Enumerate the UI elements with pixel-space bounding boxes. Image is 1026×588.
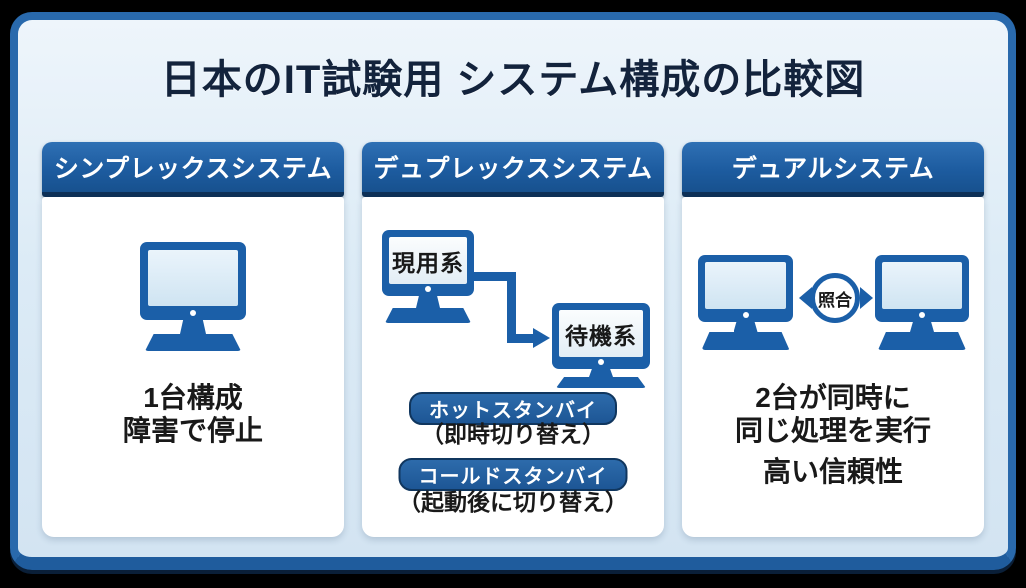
dual-caption-line1: 2台が同時に [755, 382, 911, 413]
monitor-power-dot [598, 359, 604, 365]
monitor-power-dot [742, 312, 749, 318]
dual-highlight: 高い信頼性 [762, 456, 903, 487]
cold-standby-badge: コールドスタンバイ [398, 458, 628, 491]
hot-standby-description: （即時切り替え） [421, 421, 605, 447]
dual-caption: 2台が同時に 同じ処理を実行 [682, 381, 984, 447]
panel-simplex-header: シンプレックスシステム [42, 142, 344, 197]
right-arrow-icon [860, 287, 873, 309]
panel-dual-header: デュアルシステム [682, 142, 984, 197]
standby-computer-icon: 待機系 [552, 303, 650, 388]
simplex-caption-line2: 障害で停止 [122, 415, 263, 446]
panel-dual: デュアルシステム [682, 142, 984, 537]
simplex-caption-line1: 1台構成 [143, 382, 243, 413]
panel-duplex: デュプレックスシステム 現用系 [362, 142, 664, 537]
simplex-caption: 1台構成 障害で停止 [42, 381, 344, 447]
dual-left-computer-icon [698, 255, 793, 350]
monitor-power-dot [919, 312, 925, 318]
dual-right-computer-icon [875, 255, 969, 350]
verify-circle-badge: 照合 [810, 273, 860, 323]
standby-system-label: 待機系 [565, 322, 637, 349]
verify-label: 照合 [818, 290, 852, 310]
panel-simplex: シンプレックスシステム 1台構成 障害で停止 [42, 142, 344, 537]
page-title: 日本のIT試験用 システム構成の比較図 [160, 58, 866, 102]
panel-duplex-header: デュプレックスシステム [362, 142, 664, 197]
cold-standby-description: （起動後に切り替え） [398, 489, 628, 515]
active-system-label: 現用系 [392, 249, 464, 276]
panel-dual-body: 照合 2台が同時に 同じ処理を実行 高い信頼性 [682, 197, 984, 537]
panel-duplex-body: 現用系 待機系 [362, 197, 664, 537]
active-computer-icon: 現用系 [382, 230, 474, 323]
monitor-power-dot [190, 310, 196, 316]
panel-simplex-body: 1台構成 障害で停止 [42, 197, 344, 537]
computer-monitor-icon [140, 242, 246, 351]
monitor-power-dot [425, 286, 431, 292]
hot-standby-badge: ホットスタンバイ [409, 392, 617, 425]
left-arrow-icon [799, 287, 812, 309]
dual-caption-line2: 同じ処理を実行 [734, 415, 931, 446]
